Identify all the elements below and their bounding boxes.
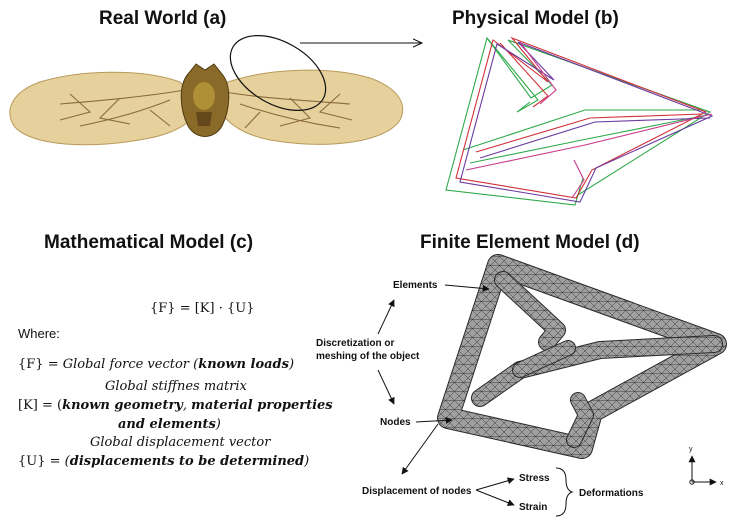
highlight-ellipse — [229, 35, 327, 111]
force-prefix: {F} = — [18, 357, 63, 372]
stiffness-equation: {F} = [K] · {U} — [150, 301, 254, 316]
force-known-loads: known loads — [198, 357, 289, 372]
axis-indicator: y x — [688, 446, 724, 487]
force-desc: Global force vector ( — [63, 357, 199, 372]
axis-x-label: x — [720, 480, 724, 487]
arrow-elements — [444, 284, 490, 292]
label-discretization-1: Discretization or — [316, 338, 394, 349]
stiffness-sep: , — [183, 398, 191, 413]
physical-model-wireframe — [445, 36, 714, 206]
heading-mathematical-model: Mathematical Model (c) — [44, 232, 253, 253]
stiffness-prefix: [K] = ( — [18, 398, 62, 413]
label-elements: Elements — [393, 280, 438, 291]
label-strain: Strain — [519, 502, 547, 513]
displacement-open: ( — [65, 454, 71, 469]
arrow-strain — [475, 489, 515, 506]
force-close: ) — [288, 357, 294, 372]
force-vector-line: {F} = Global force vector (known loads) — [18, 357, 294, 372]
displacement-close: ) — [303, 454, 309, 469]
label-displacement: Displacement of nodes — [362, 486, 472, 497]
stiffness-title: Global stiffnes matrix — [105, 379, 248, 394]
arrow-stress — [475, 477, 515, 491]
displacement-line: {U} = (displacements to be determined) — [18, 454, 309, 469]
fe-mesh — [437, 254, 727, 459]
heading-physical-model: Physical Model (b) — [452, 8, 619, 29]
arrow-nodes — [415, 416, 453, 424]
stiffness-material-properties: material properties — [191, 398, 333, 413]
arrow-discretization-down — [377, 369, 395, 405]
label-deformations: Deformations — [579, 488, 644, 499]
math-model: {F} = [K] · {U} Where: {F} = Global forc… — [18, 301, 333, 469]
where-label: Where: — [18, 326, 60, 341]
displacement-to-be-determined: displacements to be determined — [70, 454, 304, 469]
label-discretization-2: meshing of the object — [316, 351, 420, 362]
axis-y-label: y — [689, 446, 693, 453]
displacement-title: Global displacement vector — [90, 435, 271, 450]
stiffness-and-elements: and elements — [118, 417, 216, 432]
label-nodes: Nodes — [380, 417, 411, 428]
brace — [555, 467, 574, 517]
stiffness-line-1: [K] = (known geometry, material properti… — [18, 398, 333, 413]
stiffness-line-2: and elements) — [118, 417, 221, 432]
arrow-displacement — [401, 423, 439, 475]
heading-real-world: Real World (a) — [99, 8, 226, 29]
insect-wing-image — [9, 63, 404, 146]
heading-fe-model: Finite Element Model (d) — [420, 232, 640, 253]
label-stress: Stress — [519, 473, 550, 484]
stiffness-known-geometry: known geometry — [62, 398, 184, 413]
stiffness-close: ) — [215, 417, 221, 432]
arrow-discretization-up — [377, 299, 395, 335]
displacement-prefix: {U} = — [18, 454, 65, 469]
